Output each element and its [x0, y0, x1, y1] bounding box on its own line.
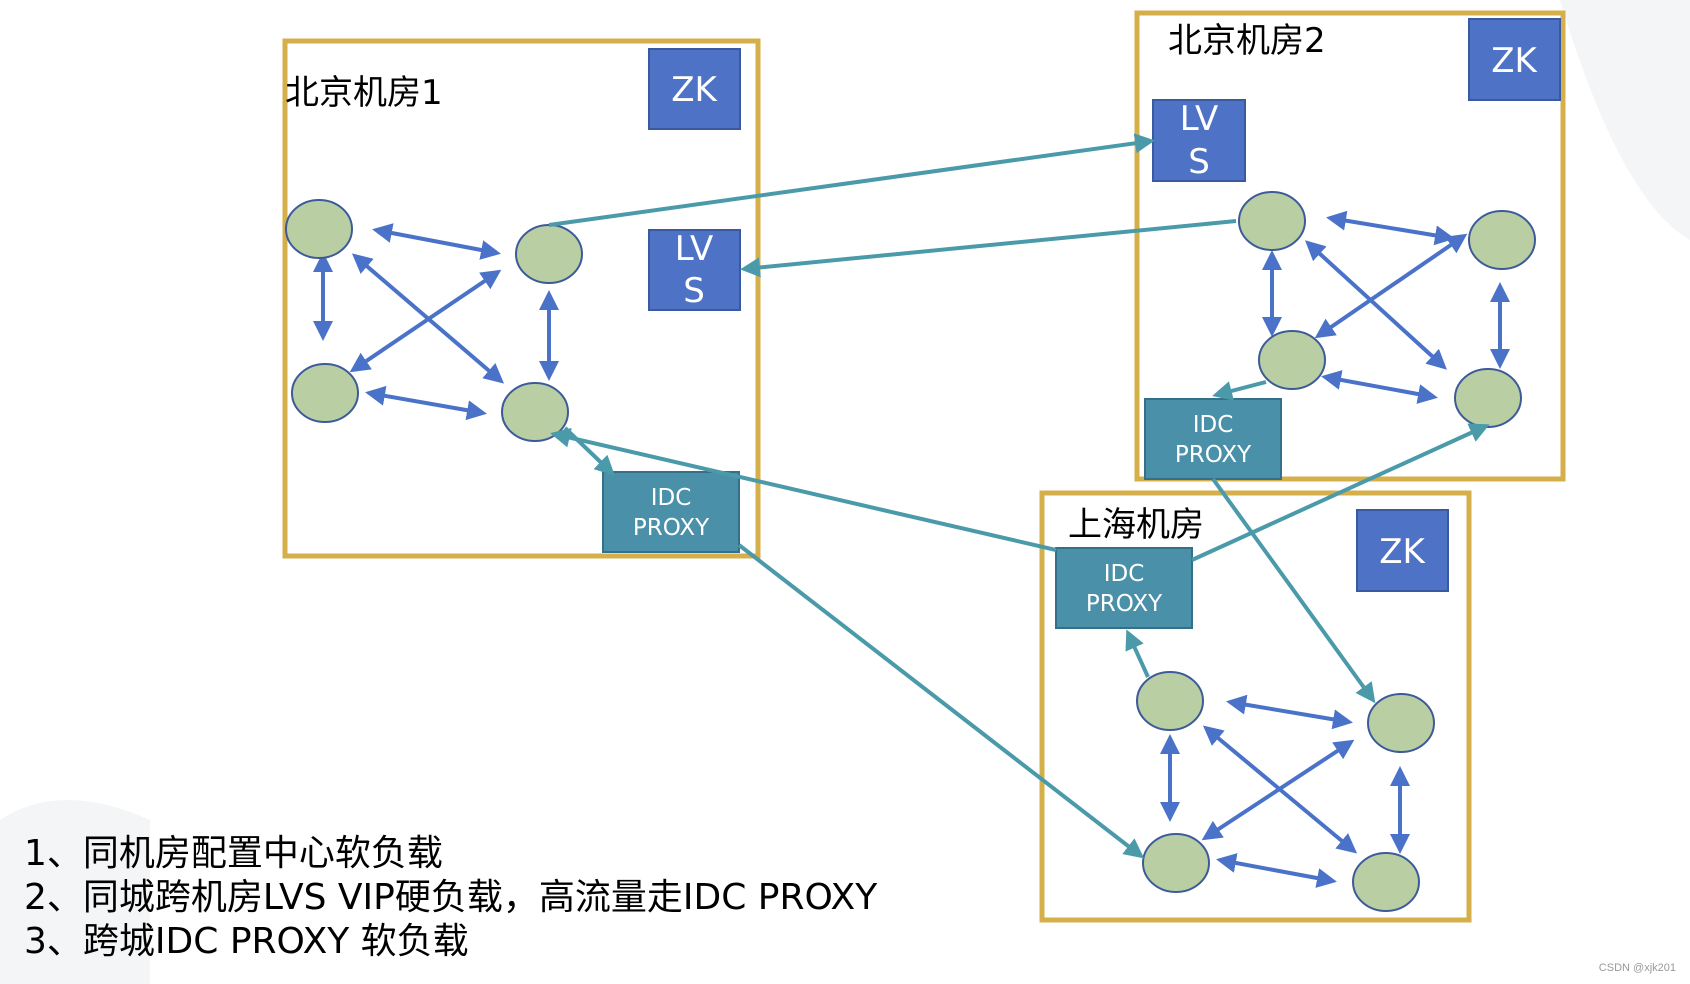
link-arrow [737, 543, 1145, 859]
zk-box [1468, 18, 1561, 101]
room-border [1134, 10, 1566, 482]
note-item: 1、同机房配置中心软负载 [24, 833, 443, 874]
link-arrow [1326, 210, 1455, 246]
idc-proxy-box [1055, 547, 1193, 629]
shanghai-room: 上海机房 ZK IDC PROXY [1039, 490, 1472, 923]
room-border [282, 38, 761, 559]
room-title: 北京机房2 [1168, 21, 1326, 61]
zk-box [648, 48, 741, 130]
idc-proxy-box [602, 471, 740, 553]
idc-proxy-label-line2: PROXY [633, 515, 710, 541]
lvs-label-line2: S [683, 271, 705, 311]
service-node [1352, 852, 1420, 912]
link-arrow [1211, 477, 1376, 704]
beijing-room-1: 北京机房1 ZK LV S IDC PROXY [282, 38, 761, 559]
idc-proxy-label-line1: IDC [651, 485, 692, 511]
lvs-label-line2: S [1188, 142, 1210, 182]
link-arrow [550, 427, 1057, 552]
link-arrow [372, 223, 501, 260]
idc-proxy-label-line1: IDC [1104, 561, 1145, 587]
inter-room-links [548, 133, 1490, 859]
zk-label: ZK [1491, 41, 1538, 81]
service-node [1238, 191, 1306, 251]
link-arrow [1216, 853, 1337, 888]
service-node [1454, 368, 1522, 428]
link-arrow [1226, 694, 1353, 730]
link-arrow [563, 426, 615, 476]
service-node [1468, 210, 1536, 270]
lvs-box [1152, 99, 1246, 182]
link-arrow [740, 219, 1237, 278]
beijing-room-2: 北京机房2 ZK LV S IDC PROXY [1134, 10, 1566, 482]
link-arrow [548, 133, 1155, 227]
link-arrow [1191, 423, 1490, 562]
link-arrow [1212, 380, 1267, 401]
room-border [1039, 490, 1472, 923]
background-curve [0, 800, 150, 984]
room-title: 北京机房1 [285, 73, 443, 113]
zk-label: ZK [1379, 532, 1426, 572]
idc-proxy-label-line1: IDC [1193, 412, 1234, 438]
service-node [285, 199, 353, 259]
link-arrow [1314, 233, 1468, 339]
note-item: 2、同城跨机房LVS VIP硬负载，高流量走IDC PROXY [24, 877, 878, 918]
service-node [1367, 693, 1435, 753]
lvs-box [648, 229, 741, 311]
lvs-label-line1: LV [675, 229, 713, 269]
service-node [1136, 671, 1204, 731]
watermark: CSDN @xjk201 [1598, 962, 1676, 974]
link-arrow [365, 385, 487, 421]
link-arrow [1201, 739, 1355, 841]
link-arrow [1321, 370, 1438, 404]
link-arrow [349, 269, 502, 373]
idc-proxy-label-line2: PROXY [1086, 591, 1163, 617]
service-node [1258, 330, 1326, 390]
link-arrow [1125, 629, 1150, 678]
service-node [1142, 833, 1210, 893]
notes-list: 1、同机房配置中心软负载 2、同城跨机房LVS VIP硬负载，高流量走IDC P… [24, 832, 877, 964]
service-node [501, 382, 569, 442]
note-item: 3、跨城IDC PROXY 软负载 [24, 921, 469, 962]
room-title: 上海机房 [1068, 505, 1204, 545]
lvs-label-line1: LV [1180, 99, 1218, 139]
service-node [515, 224, 583, 284]
background-curve [1560, 0, 1690, 240]
service-node [291, 363, 359, 423]
zk-label: ZK [671, 70, 718, 110]
idc-proxy-label-line2: PROXY [1175, 442, 1252, 468]
zk-box [1356, 509, 1449, 592]
